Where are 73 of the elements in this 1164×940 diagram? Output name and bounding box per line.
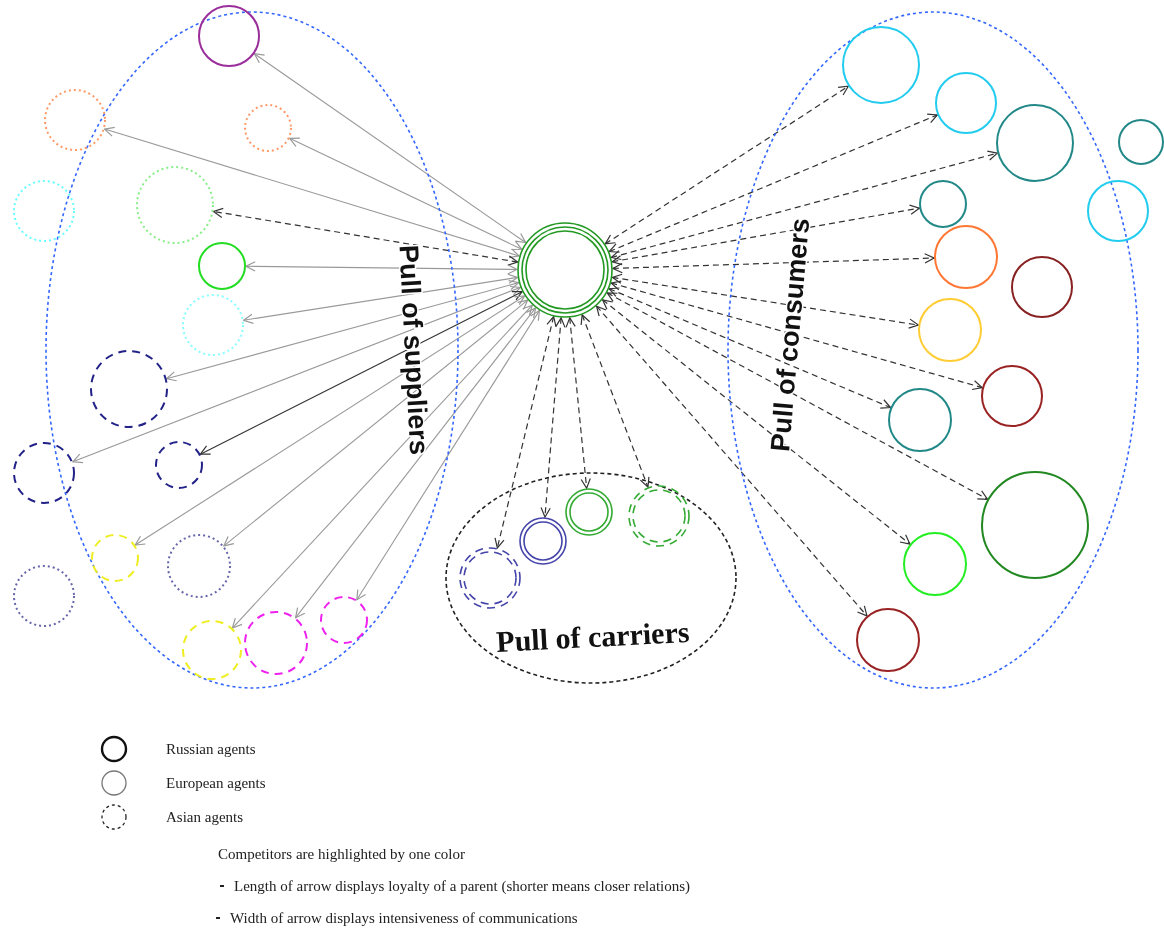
hub-circle <box>517 222 613 318</box>
agent-circle <box>13 565 75 627</box>
arrow <box>608 113 938 253</box>
arrow <box>231 304 533 629</box>
group-title: Pull of carriers <box>495 614 691 658</box>
arrow <box>104 126 520 259</box>
arrow <box>611 273 919 329</box>
arrow <box>223 299 529 547</box>
group-title: Pull of suppliers <box>393 244 435 456</box>
agent-circle <box>320 596 368 644</box>
agent-circle <box>981 471 1089 579</box>
agent-circle <box>934 225 998 289</box>
legend-label: Russian agents <box>166 740 256 758</box>
arrow <box>295 307 537 619</box>
agent-circle <box>244 104 292 152</box>
arrow <box>212 207 519 266</box>
arrow <box>602 299 911 545</box>
arrow <box>595 305 868 617</box>
agent-circle <box>888 388 952 452</box>
arrow <box>245 261 518 275</box>
arrow <box>356 310 540 601</box>
arrow <box>243 273 519 324</box>
agent-circle <box>198 5 260 67</box>
agent-circle <box>856 608 920 672</box>
agent-circle <box>91 534 139 582</box>
arrow <box>199 291 523 455</box>
double-circle <box>459 547 521 609</box>
agent-circle <box>90 350 168 428</box>
double-circle <box>565 488 613 536</box>
arrow <box>610 280 983 391</box>
agent-circle <box>1011 256 1073 318</box>
double-circle <box>628 485 690 547</box>
agent-circle <box>1087 180 1149 242</box>
agent-circle <box>842 26 920 104</box>
arrow <box>540 317 566 518</box>
note-text: Length of arrow displays loyalty of a parent (shorter means closer relations) <box>234 878 691 894</box>
arrow <box>608 287 892 409</box>
agent-circle <box>182 294 244 356</box>
agent-circle <box>935 72 997 134</box>
legend-label: Asian agents <box>166 808 244 826</box>
agent-circle <box>996 104 1074 182</box>
arrow <box>166 280 520 382</box>
arrow <box>289 137 523 251</box>
arrow <box>494 316 557 549</box>
agent-circle <box>136 166 214 244</box>
arrow <box>134 295 526 546</box>
double-circle <box>519 517 567 565</box>
agent-circle <box>244 611 308 675</box>
arrow <box>604 85 849 245</box>
agent-circle <box>13 442 75 504</box>
agent-circle <box>1118 119 1164 165</box>
arrow <box>611 204 920 266</box>
agent-circle <box>155 441 203 489</box>
arrow <box>612 253 935 274</box>
arrow <box>72 285 521 464</box>
note-text: Width of arrow displays intensiveness of communications <box>230 910 578 926</box>
agent-circle <box>44 89 106 151</box>
note-text: Competitors are highlighted by one color <box>218 846 466 862</box>
arrow <box>606 292 989 500</box>
arrow <box>610 150 998 261</box>
agent-circle <box>903 532 967 596</box>
agent-circle <box>919 180 967 228</box>
arrow <box>253 53 527 244</box>
agent-circle <box>167 534 231 598</box>
agent-circle <box>918 298 982 362</box>
legend-label: European agents <box>166 774 266 792</box>
agent-circle <box>182 620 242 680</box>
agent-circle <box>981 365 1043 427</box>
agent-circle <box>198 242 246 290</box>
agent-circle <box>13 180 75 242</box>
group-title: Pull of consumers <box>765 216 816 453</box>
arrow <box>565 317 591 489</box>
arrow <box>580 314 650 488</box>
